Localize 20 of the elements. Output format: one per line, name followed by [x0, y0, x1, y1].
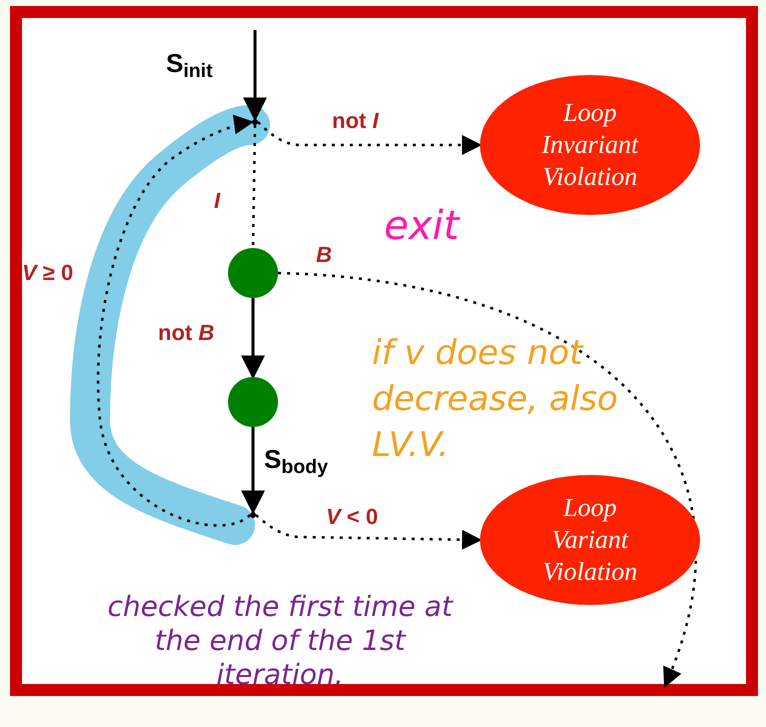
edge-label: not B: [158, 319, 214, 347]
handwritten-note: if v does not decrease, also LV.V.: [372, 332, 619, 467]
edge-label: B: [316, 241, 332, 269]
edge-label: S$_{body}$: [264, 443, 328, 479]
arrow: [241, 298, 265, 380]
violation-label: Loop Variant Violation: [542, 492, 638, 588]
arrow: [243, 30, 267, 122]
edge-label: not I: [332, 107, 378, 135]
arrow: [241, 427, 265, 514]
edge-label: V ≥ 0: [22, 259, 74, 287]
arrow: [278, 272, 696, 688]
edge-label: I: [214, 187, 220, 215]
arrow: [257, 121, 482, 155]
edge-label: S$_{init}$: [166, 47, 213, 83]
handwritten-note: checked the first time at the end of the 1st iteration.: [106, 590, 454, 692]
edge-label: V < 0: [326, 503, 378, 531]
violation-label: Loop Invariant Violation: [540, 97, 640, 193]
arrow: [255, 514, 482, 550]
handwritten-note: exit: [384, 202, 462, 251]
arrow: [97, 115, 254, 527]
